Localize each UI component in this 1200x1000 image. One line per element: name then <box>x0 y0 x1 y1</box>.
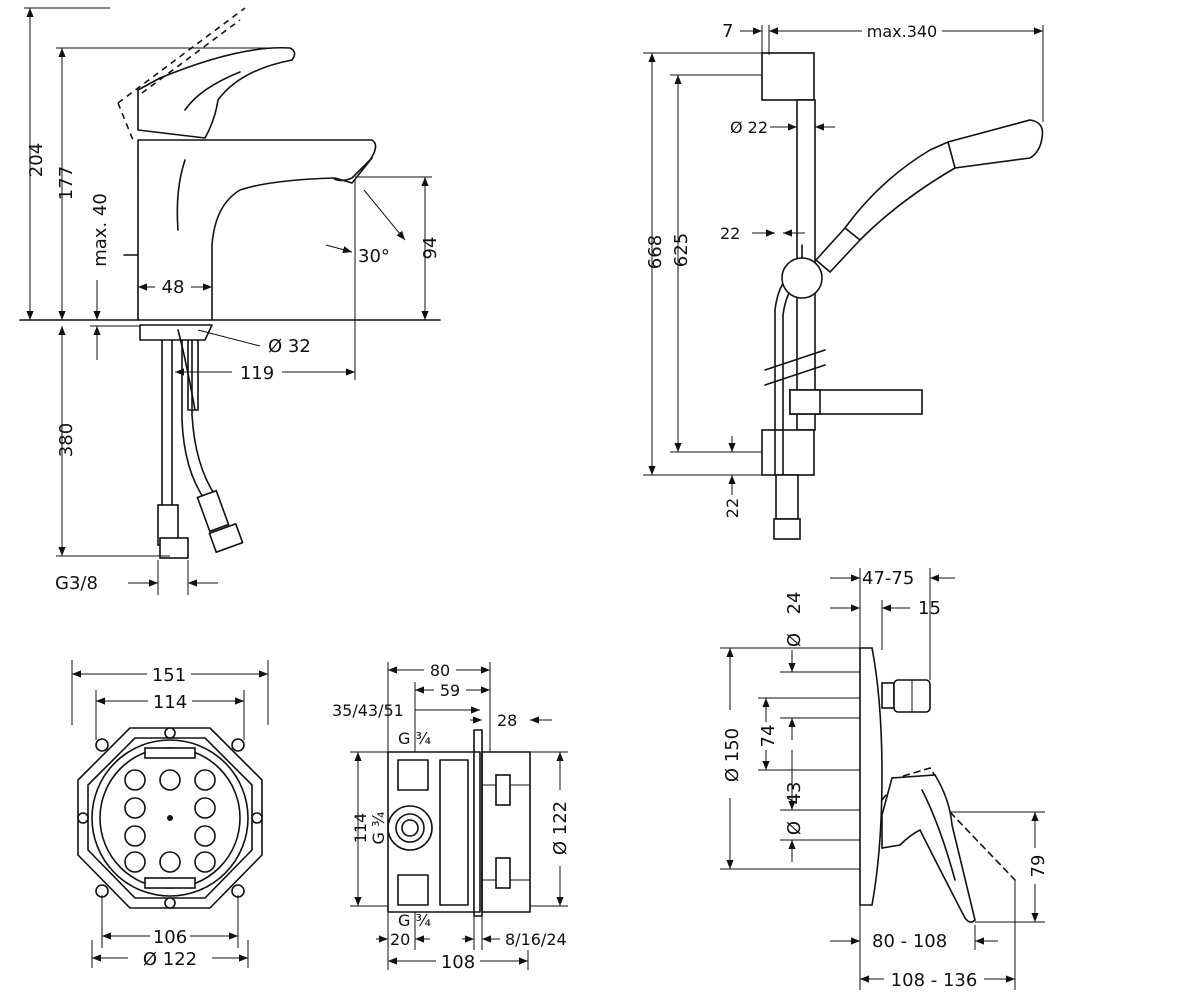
dim-30deg-label: 30° <box>358 246 390 267</box>
bath-mixer-drawing: 47-75 15 24 Ø Ø 150 74 43 Ø <box>718 568 1049 991</box>
dim-59-label: 59 <box>440 681 460 700</box>
dim-43-label: 43 <box>784 782 805 805</box>
faucet-aerator <box>334 157 373 184</box>
faucet-body <box>137 139 377 321</box>
rail-top-bracket <box>761 52 815 101</box>
faucet-lever-handle <box>137 46 296 139</box>
dim-80108-label: 80 - 108 <box>872 931 947 952</box>
dim-108-label: 108 <box>441 952 475 973</box>
hand-shower <box>814 119 1044 274</box>
hose-fitting-right <box>196 489 230 533</box>
mounting-box-side-view: 80 59 35/43/51 28 G ¾ 114 G ¾ Ø 122 G ¾ <box>332 660 572 973</box>
dim-177-label: 177 <box>56 166 77 200</box>
mounting-box-top-view: 151 114 106 Ø 122 <box>71 660 269 970</box>
hose-end <box>775 474 799 520</box>
dim-106-label: 106 <box>153 927 187 948</box>
shower-rail-drawing: 7 max.340 Ø 22 668 625 22 22 <box>643 20 1044 540</box>
hose-nut-right <box>208 522 244 554</box>
hose-nut-left <box>159 537 189 559</box>
dim-119-label: 119 <box>240 363 274 384</box>
box-ring <box>91 739 249 897</box>
box-port <box>387 805 433 851</box>
dim-d-small-top-label: Ø <box>784 633 805 647</box>
dim-625-label: 625 <box>671 233 692 267</box>
faucet-body-highlight <box>176 159 186 231</box>
dim-354351-label: 35/43/51 <box>332 701 404 720</box>
dim-24-label: 24 <box>784 592 805 615</box>
dim-g34-left-label: G ¾ <box>369 812 388 845</box>
dim-7-label: 7 <box>722 21 733 42</box>
faucet-lever-raised-outline <box>117 7 246 141</box>
dim-d122-label: Ø 122 <box>143 949 197 970</box>
faucet-lever-highlight <box>184 71 241 111</box>
mixer-escutcheon <box>859 647 883 906</box>
dim-g38-label: G3/8 <box>55 573 98 594</box>
dim-668-label: 668 <box>645 235 666 269</box>
basin-faucet-drawing: 204 177 max. 40 48 30° 94 Ø 32 119 380 <box>19 7 441 595</box>
dim-114-label: 114 <box>153 692 187 713</box>
hose-curve <box>177 329 196 411</box>
shower-slider <box>781 257 823 299</box>
dim-max40-label: max. 40 <box>90 193 111 267</box>
dim-d32-label: Ø 32 <box>268 336 311 357</box>
hose-nut <box>773 518 801 540</box>
dim-max340-label: max.340 <box>867 22 937 41</box>
dim-204-label: 204 <box>26 143 47 177</box>
rail-bottom-bracket <box>761 429 815 476</box>
dim-108136-label: 108 - 136 <box>891 970 978 991</box>
dim-114-vertical-label: 114 <box>351 813 370 844</box>
dim-d-small-bottom-label: Ø <box>784 821 805 835</box>
dim-151-label: 151 <box>152 665 186 686</box>
dim-74-label: 74 <box>758 725 779 748</box>
dim-48-label: 48 <box>162 277 185 298</box>
dim-4775-label: 47-75 <box>862 568 914 589</box>
dim-d150-label: Ø 150 <box>722 728 743 782</box>
box-body <box>387 751 481 913</box>
mixer-lever <box>881 774 976 923</box>
dim-22-side-label: 22 <box>720 224 740 243</box>
dim-28-label: 28 <box>497 711 517 730</box>
dim-d22-label: Ø 22 <box>730 118 768 137</box>
dim-94-label: 94 <box>420 237 441 260</box>
box-cover <box>481 751 531 913</box>
dim-380-label: 380 <box>56 423 77 457</box>
hose-right <box>181 339 216 501</box>
dim-15-label: 15 <box>918 598 941 619</box>
dim-g34-top-label: G ¾ <box>398 729 431 748</box>
box-octagon <box>77 727 263 909</box>
dim-80-label: 80 <box>430 661 450 680</box>
dim-81624-label: 8/16/24 <box>505 930 567 949</box>
dim-d122-vertical-label: Ø 122 <box>550 801 571 855</box>
dim-20-label: 20 <box>390 930 410 949</box>
dim-79-label: 79 <box>1028 855 1049 878</box>
faucet-base-nut <box>139 324 213 341</box>
dim-22-bottom-label: 22 <box>723 498 742 518</box>
